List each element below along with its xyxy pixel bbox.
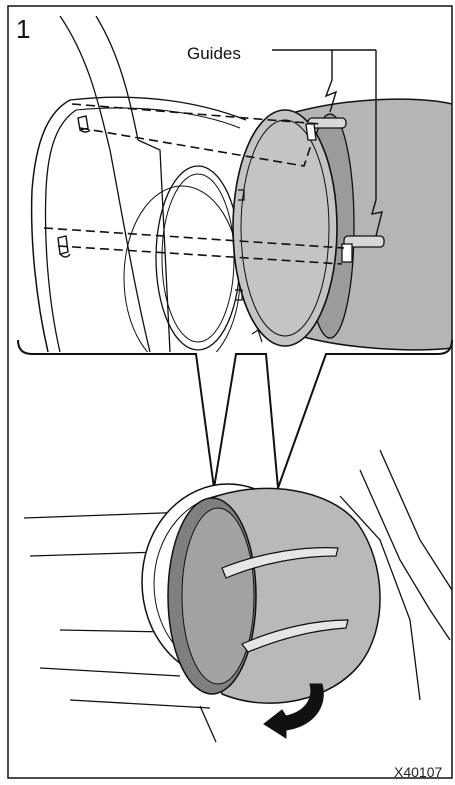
overview-view	[24, 450, 452, 742]
body-panel-outline	[60, 16, 150, 352]
figure-code: X40107	[394, 764, 442, 780]
lamp-cover-installed	[168, 488, 380, 703]
guides-label: Guides	[187, 44, 241, 64]
detail-view	[32, 16, 452, 370]
lamp-cover	[233, 99, 452, 350]
step-number: 1	[16, 14, 30, 45]
